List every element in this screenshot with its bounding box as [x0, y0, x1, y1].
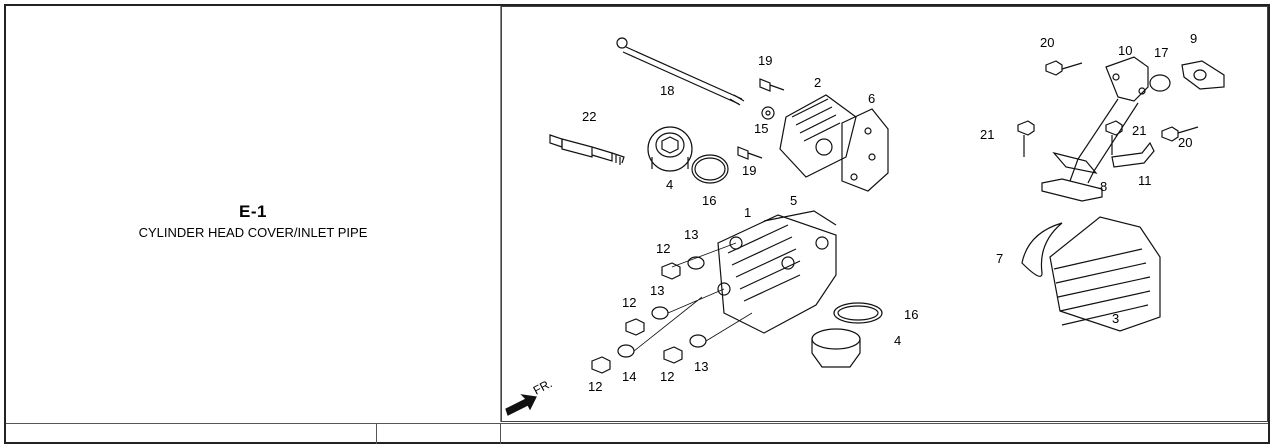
callout-label: 10 — [1118, 43, 1132, 58]
callout-label: 13 — [650, 283, 664, 298]
bracket-part — [1111, 141, 1155, 168]
inlet-pipe-part — [1052, 56, 1149, 184]
callout-label: 19 — [742, 163, 756, 178]
oil-cap-part — [647, 126, 693, 172]
callout-label: 3 — [1112, 311, 1119, 326]
callout-label: 13 — [684, 227, 698, 242]
callout-label: 12 — [660, 369, 674, 384]
callout-label: 5 — [790, 193, 797, 208]
callout-label: 16 — [904, 307, 918, 322]
callout-label: 12 — [622, 295, 636, 310]
callout-label: 6 — [868, 91, 875, 106]
exploded-diagram-drawing: 1 2 3 4 4 5 6 7 8 9 10 11 12 12 12 12 13… — [505, 31, 1225, 416]
inlet-bolt-part — [1045, 60, 1083, 76]
callout-label: 20 — [1040, 35, 1054, 50]
diagram-code: E-1 — [239, 202, 267, 221]
callout-label: 1 — [744, 205, 751, 220]
o-ring-part — [691, 154, 729, 184]
callout-label: 13 — [694, 359, 708, 374]
callout-label: 4 — [894, 333, 901, 348]
cylinder-shroud-part — [1049, 216, 1161, 332]
stud-bolt-part — [616, 37, 745, 106]
callout-label: 9 — [1190, 31, 1197, 46]
callout-label: 18 — [660, 83, 674, 98]
callout-label: 21 — [1132, 123, 1146, 138]
callout-label: 20 — [1178, 135, 1192, 150]
bolt-part — [759, 78, 785, 92]
callout-label: 19 — [758, 53, 772, 68]
tappet-cover-part — [779, 94, 857, 178]
callout-labels: 1 2 3 4 4 5 6 7 8 9 10 11 12 12 12 12 13… — [531, 31, 1197, 398]
diagram-title: CYLINDER HEAD COVER/INLET PIPE — [138, 225, 368, 240]
callout-label: 4 — [666, 177, 673, 192]
spark-plug-part — [549, 134, 625, 165]
callout-label: 7 — [996, 251, 1003, 266]
lower-cap-part — [811, 328, 861, 368]
callout-label: 14 — [622, 369, 636, 384]
callout-label: 15 — [754, 121, 768, 136]
callout-label: 11 — [1138, 173, 1152, 188]
cylinder-head-cover-part — [717, 210, 837, 334]
washer-part — [761, 106, 775, 120]
seal-part — [1021, 222, 1063, 277]
callout-label: 8 — [1100, 179, 1107, 194]
next-table-row — [6, 423, 1268, 444]
callout-label: 22 — [582, 109, 596, 124]
table-cell — [377, 424, 501, 444]
inlet-flange-gasket-part — [1041, 178, 1103, 202]
callout-label: 12 — [656, 241, 670, 256]
callout-label: 2 — [814, 75, 821, 90]
table-cell — [6, 424, 377, 444]
callout-label: 16 — [702, 193, 716, 208]
lower-o-ring-part — [833, 302, 883, 324]
direction-arrow-icon — [505, 394, 537, 416]
nut-washer-set — [591, 256, 707, 374]
direction-label: FR. — [531, 376, 555, 397]
title-cell: E-1 CYLINDER HEAD COVER/INLET PIPE — [6, 6, 501, 422]
exploded-diagram: 1 2 3 4 4 5 6 7 8 9 10 11 12 12 12 12 13… — [501, 6, 1268, 422]
callout-label: 12 — [588, 379, 602, 394]
gasket-part — [841, 108, 889, 192]
callout-label: 21 — [980, 127, 994, 142]
inlet-o-ring-part — [1149, 74, 1171, 92]
inlet-gasket-part — [1181, 60, 1225, 90]
callout-label: 17 — [1154, 45, 1168, 60]
